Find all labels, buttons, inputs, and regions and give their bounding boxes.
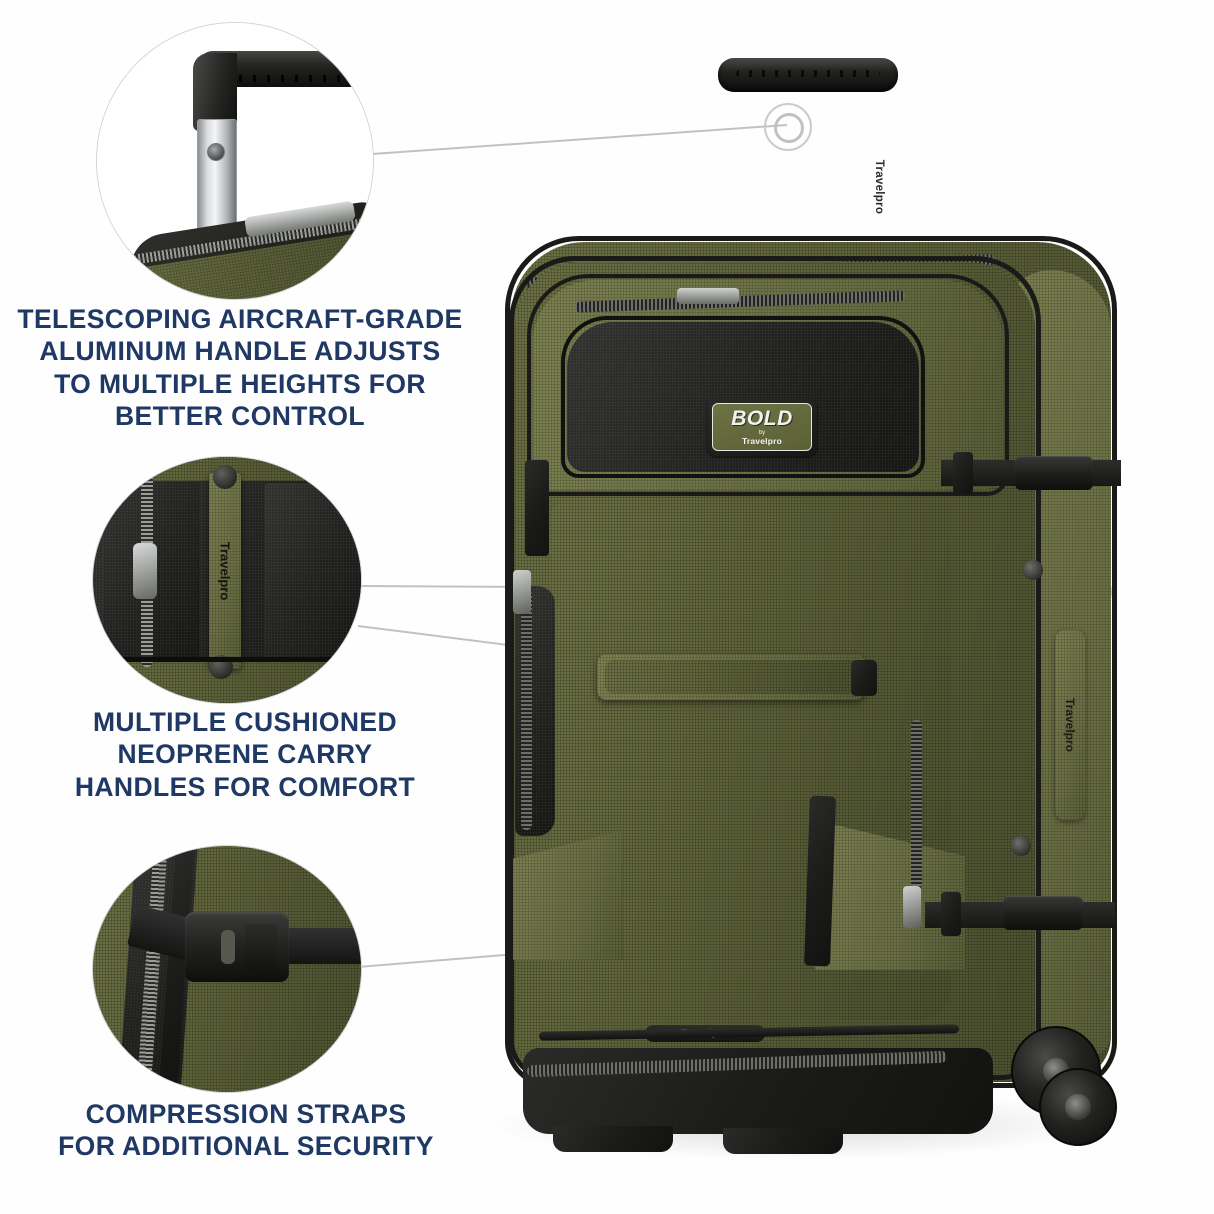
inset-carry-handle-strap: Travelpro [209,473,241,669]
inset-carry-rivet-top [213,465,237,489]
inset-carry-panel-right [265,483,361,659]
compression-strap-upper-buckle [1015,456,1093,490]
inset-strap-buckle-slot [221,930,235,964]
handle-grip-texture [736,70,880,77]
inset-strap-art [93,846,361,1092]
bottom-foot-left [553,1126,673,1152]
inset-handle-art [97,23,373,299]
strap-keeper-lower [941,892,961,936]
inset-handle-grip-dots [225,75,373,82]
side-handle-brand-text: Travelpro [1063,697,1077,753]
bold-logo-patch: BOLD by Travelpro [707,398,817,456]
inset-strap-buckle-prong [245,924,277,972]
inset-compression-strap [92,845,362,1093]
caption-carry-handles: MULTIPLE CUSHIONED NEOPRENE CARRY HANDLE… [74,707,416,802]
caption-compression-straps: COMPRESSION STRAPS FOR ADDITIONAL SECURI… [58,1099,434,1162]
front-carry-handle-pad [605,660,857,694]
top-pocket-zipper-pull [677,288,739,304]
side-pocket-zipper [911,720,922,890]
side-pocket-zipper-pull [903,886,921,928]
left-zipper-pull [513,570,531,614]
bold-logo-inner: BOLD by Travelpro [712,403,812,451]
inset-aluminum-tube [197,119,237,237]
handle-grip [718,58,898,92]
caption-telescoping-handle: TELESCOPING AIRCRAFT-GRADE ALUMINUM HAND… [17,304,463,431]
side-carry-handle: Travelpro [1055,630,1085,820]
left-side-zipper [521,590,532,830]
inset-handle-elbow [193,53,237,131]
front-strap-left [525,460,549,556]
bottom-foot-right [723,1128,843,1154]
inset-carry-zipper-pull [133,543,157,599]
front-carry-handle [597,654,865,700]
inset-telescoping-handle [96,22,374,300]
rivet-upper [1023,560,1043,580]
compression-strap-lower-buckle [1003,896,1083,930]
inset-handle-release-button [207,143,225,161]
product-image-suitcase: Travelpro [455,30,1155,1190]
handle-tube-brand-text: Travelpro [873,159,885,215]
inset-carry-stitch-line [93,657,361,662]
inset-carry-handle-brand-text: Travelpro [217,541,233,601]
front-handle-bracket-right [851,660,877,696]
wheel-front [1039,1068,1117,1146]
rivet-lower [1011,836,1031,856]
inset-carry-handle-art: Travelpro [93,457,361,703]
strap-keeper-upper [953,452,973,494]
bold-wordmark: BOLD [731,407,793,431]
bold-by-text: by [758,430,766,437]
bold-brand-text: Travelpro [741,436,783,447]
wheel-hub-front [1065,1094,1091,1120]
inset-carry-handle: Travelpro [92,456,362,704]
